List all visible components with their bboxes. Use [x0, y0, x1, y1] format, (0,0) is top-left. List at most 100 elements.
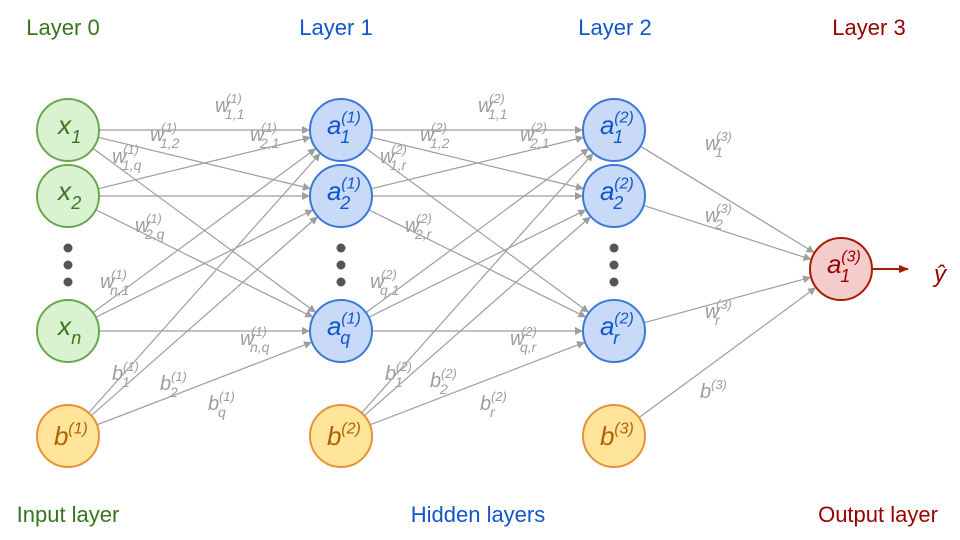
subscript: 2	[169, 384, 178, 400]
edge-label-b-r-19: b(2)r	[480, 389, 507, 420]
svg-text:w(3)1: w(3)1	[705, 129, 732, 160]
node-circle	[309, 98, 373, 162]
symbol: x	[56, 176, 72, 206]
subscript: 1,1	[225, 106, 244, 122]
svg-text:b(1): b(1)	[54, 420, 88, 451]
symbol: a	[600, 176, 614, 206]
svg-text:w(2)1,r: w(2)1,r	[380, 142, 408, 173]
svg-text:w(1)n,1: w(1)n,1	[100, 267, 129, 298]
symbol: w	[520, 124, 536, 146]
superscript: (2)	[531, 120, 547, 135]
node-label-b1: b(1)	[54, 420, 88, 451]
node-label-xn: xn	[56, 311, 81, 348]
edge-label-w-1,1-0: w(1)1,1	[215, 91, 244, 122]
node-a12: a(2)1	[582, 98, 646, 162]
symbol: w	[705, 133, 721, 155]
edge-label-w-q,r-16: w(2)q,r	[510, 324, 538, 355]
symbol: w	[380, 146, 396, 168]
ellipsis-dot	[609, 260, 619, 270]
svg-text:x1: x1	[56, 110, 81, 147]
symbol: w	[478, 95, 494, 117]
ellipsis-dot	[609, 277, 619, 287]
ellipsis-dot	[63, 277, 73, 287]
edge-label-w-2,r-14: w(2)2,r	[405, 211, 433, 242]
node-b2: b(2)	[309, 404, 373, 468]
layer-footer-0: Input layer	[17, 502, 120, 527]
superscript: (1)	[171, 369, 187, 384]
subscript: r	[613, 328, 620, 348]
node-circle	[309, 299, 373, 363]
svg-text:w(1)2,1: w(1)2,1	[250, 120, 279, 151]
superscript: (1)	[123, 359, 139, 374]
layer-header-3: Layer 3	[832, 15, 905, 40]
edge-x2-a11	[97, 135, 311, 190]
node-label-b3: b(3)	[600, 420, 634, 451]
subscript: 1,1	[488, 106, 507, 122]
nodes-group: x1x2xnb(1)a(1)1a(1)2a(1)qb(2)a(2)1a(2)2a…	[36, 98, 948, 468]
node-aq1: a(1)q	[309, 299, 373, 363]
superscript: (1)	[261, 120, 277, 135]
subscript: 1	[613, 127, 623, 147]
svg-text:w(2)1,1: w(2)1,1	[478, 91, 507, 122]
symbol: w	[215, 95, 231, 117]
edge-label-w-1-20: w(3)1	[705, 129, 732, 160]
node-circle	[36, 164, 100, 228]
ellipsis-dot	[336, 243, 346, 253]
node-label-b2: b(2)	[327, 420, 361, 451]
superscript: (2)	[614, 310, 634, 327]
svg-text:w(1)2,q: w(1)2,q	[135, 211, 165, 242]
superscript: (2)	[614, 109, 634, 126]
symbol: w	[370, 271, 386, 293]
edge-b1-aq1	[96, 341, 313, 426]
node-circle	[582, 164, 646, 228]
svg-text:w(2)2,1: w(2)2,1	[520, 120, 549, 151]
svg-text:w(1)1,2: w(1)1,2	[150, 120, 180, 151]
symbol: b	[480, 393, 491, 415]
superscript: (2)	[381, 267, 397, 282]
node-circle	[36, 299, 100, 363]
edge-label-w-2-21: w(3)2	[705, 201, 732, 232]
superscript: (3)	[716, 129, 732, 144]
layer-footer-1: Hidden layers	[411, 502, 546, 527]
subscript: n,1	[110, 282, 129, 298]
edge-label-w-1,r-13: w(2)1,r	[380, 142, 408, 173]
node-circle	[582, 98, 646, 162]
node-b1: b(1)	[36, 404, 100, 468]
superscript: (3)	[614, 420, 634, 437]
subscript: 2,q	[144, 226, 165, 242]
edge-label-w-1,1-10: w(2)1,1	[478, 91, 507, 122]
symbol: b	[327, 421, 341, 451]
superscript: (3)	[711, 377, 727, 392]
edge-aq1-a22	[368, 209, 587, 318]
node-circle	[309, 164, 373, 228]
subscript: 2	[714, 216, 723, 232]
output-y-hat: ŷ	[932, 261, 948, 288]
symbol: b	[208, 393, 219, 415]
symbol: b	[54, 421, 68, 451]
edge-label-w-n,1-5: w(1)n,1	[100, 267, 129, 298]
subscript: 1,q	[122, 157, 142, 173]
svg-text:x2: x2	[56, 176, 81, 213]
superscript: (2)	[491, 389, 507, 404]
superscript: (1)	[341, 175, 361, 192]
subscript: q,r	[520, 339, 538, 355]
node-label-x1: x1	[56, 110, 81, 147]
superscript: (2)	[391, 142, 407, 157]
superscript: (2)	[441, 366, 457, 381]
superscript: (1)	[111, 267, 127, 282]
subscript: n,q	[250, 339, 270, 355]
symbol: a	[600, 311, 614, 341]
superscript: (2)	[489, 91, 505, 106]
symbol: b	[700, 381, 711, 403]
symbol: w	[135, 215, 151, 237]
node-circle	[582, 404, 646, 468]
subscript: 1	[840, 266, 850, 286]
layer-header-2: Layer 2	[578, 15, 651, 40]
edge-label-w-1,2-11: w(2)1,2	[420, 120, 450, 151]
node-circle	[582, 299, 646, 363]
superscript: (3)	[716, 201, 732, 216]
superscript: (2)	[431, 120, 447, 135]
ellipsis-dot	[609, 243, 619, 253]
svg-text:b(1)q: b(1)q	[208, 389, 235, 420]
node-label-a11: a(1)1	[327, 109, 361, 147]
